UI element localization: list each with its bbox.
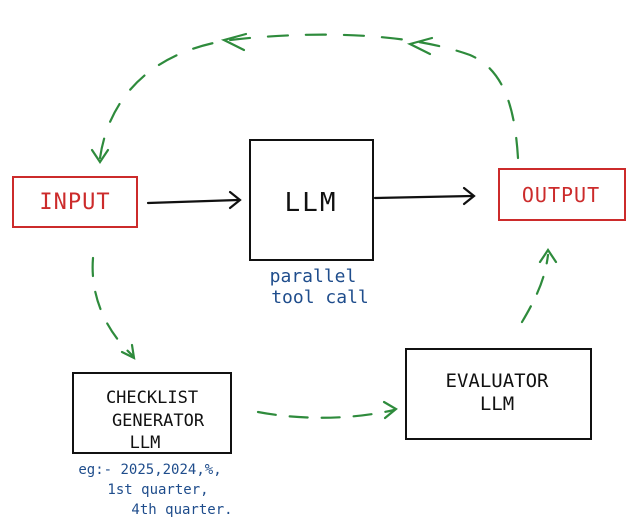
arrow-input-to-checklist xyxy=(91,256,136,360)
output-label: OUTPUT xyxy=(522,183,600,207)
input-box xyxy=(12,176,138,228)
input-label: INPUT xyxy=(39,190,110,215)
arrow-checklist-to-evaluator xyxy=(256,400,398,420)
output-box xyxy=(498,168,626,221)
evaluator-box xyxy=(405,348,592,440)
examples-note-line-2: 1st quarter, xyxy=(107,482,208,498)
llm-label: LLM xyxy=(285,188,338,218)
evaluator-line-2: LLM xyxy=(480,393,514,415)
parallel-note-line-1: parallel xyxy=(270,266,357,287)
parallel-note-line-2: tool call xyxy=(271,287,369,308)
examples-note-line-1: eg:- 2025,2024,%, xyxy=(78,462,221,478)
examples-note-line-3: 4th quarter. xyxy=(131,502,232,518)
checklist-line-2: GENERATOR xyxy=(112,411,205,431)
checklist-line-1: CHECKLIST xyxy=(106,388,198,408)
arrow-feedback-loop xyxy=(90,32,520,164)
checklist-generator-box xyxy=(72,372,232,454)
arrow-evaluator-to-output xyxy=(520,248,558,324)
llm-box xyxy=(249,139,374,261)
checklist-line-3: LLM xyxy=(130,433,161,453)
arrow-llm-to-output xyxy=(373,186,476,206)
arrow-input-to-llm xyxy=(146,190,242,210)
evaluator-line-1: EVALUATOR xyxy=(446,370,550,392)
